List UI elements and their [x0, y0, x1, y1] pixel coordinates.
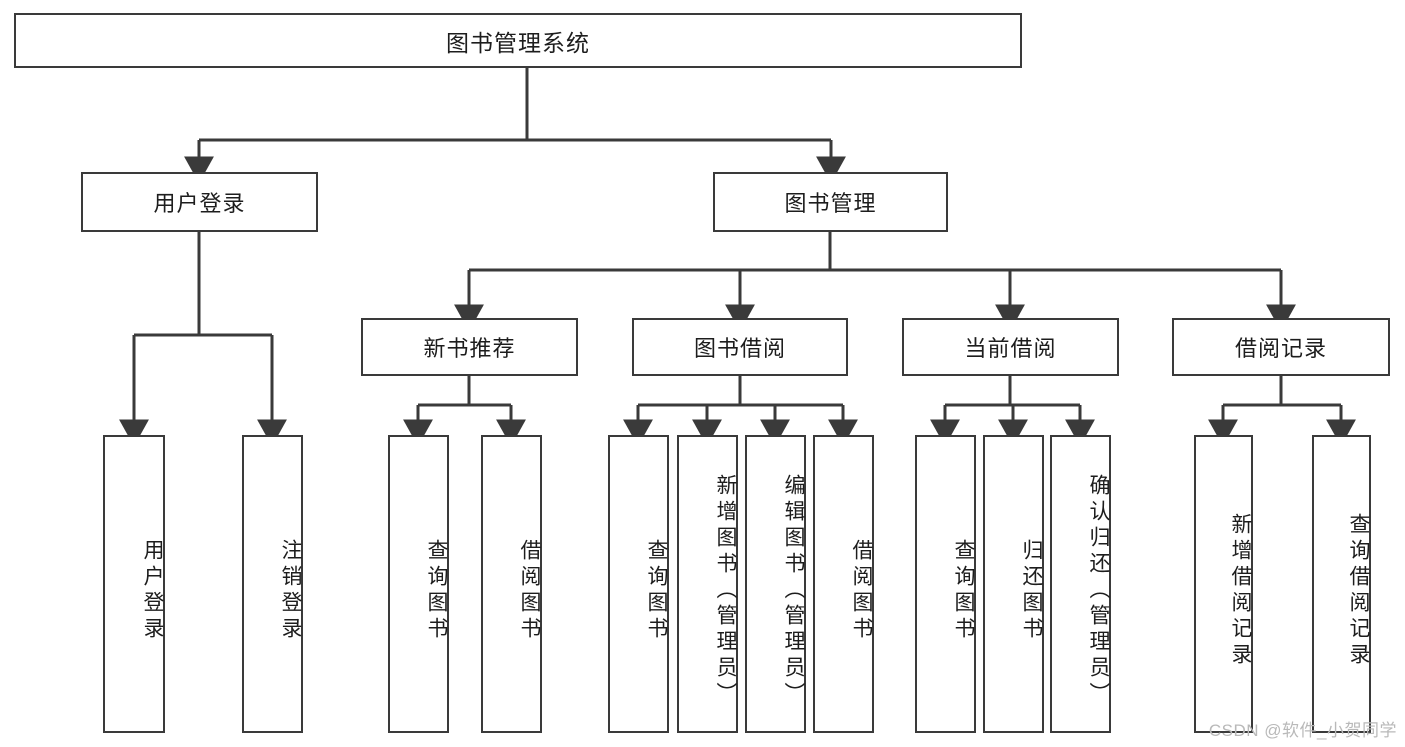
node-user-login[interactable]: 用户登录 [81, 172, 318, 232]
node-label: 注销登录 [279, 539, 302, 643]
csdn-watermark: CSDN @软件_小贺同学 [1208, 721, 1397, 740]
leaf-current-borrow-query-book[interactable]: 查询图书 [915, 435, 976, 733]
leaf-current-borrow-confirm-return-admin[interactable]: 确认归还（管理员） [1050, 435, 1111, 733]
leaf-book-borrow-borrow-book[interactable]: 借阅图书 [813, 435, 874, 733]
node-label: 查询图书 [425, 539, 448, 643]
node-label: 新增图书（管理员） [714, 474, 737, 708]
node-label: 图书借阅 [693, 336, 786, 361]
node-label: 编辑图书（管理员） [782, 474, 805, 708]
node-label: 查询图书 [645, 539, 668, 643]
node-label: 借阅图书 [850, 539, 873, 643]
leaf-new-book-borrow-book[interactable]: 借阅图书 [481, 435, 542, 733]
node-label: 当前借阅 [964, 336, 1057, 361]
leaf-borrow-record-add-record[interactable]: 新增借阅记录 [1194, 435, 1253, 733]
leaf-new-book-query-book[interactable]: 查询图书 [388, 435, 449, 733]
node-label: 新书推荐 [423, 336, 516, 361]
leaf-user-login-signout[interactable]: 注销登录 [242, 435, 303, 733]
node-book-management[interactable]: 图书管理 [713, 172, 948, 232]
node-label: 查询图书 [952, 539, 975, 643]
leaf-book-borrow-edit-book-admin[interactable]: 编辑图书（管理员） [745, 435, 806, 733]
node-label: 借阅图书 [518, 539, 541, 643]
node-label: 查询借阅记录 [1347, 513, 1370, 669]
node-label: 用户登录 [141, 539, 164, 643]
leaf-current-borrow-return-book[interactable]: 归还图书 [983, 435, 1044, 733]
node-new-book-recommend[interactable]: 新书推荐 [361, 318, 578, 376]
leaf-borrow-record-query-record[interactable]: 查询借阅记录 [1312, 435, 1371, 733]
node-book-borrow[interactable]: 图书借阅 [632, 318, 848, 376]
node-label: 图书管理系统 [446, 29, 590, 56]
node-label: 确认归还（管理员） [1087, 474, 1110, 708]
node-label: 新增借阅记录 [1229, 513, 1252, 669]
node-label: 借阅记录 [1234, 336, 1327, 361]
node-current-borrow[interactable]: 当前借阅 [902, 318, 1119, 376]
node-root-book-management-system[interactable]: 图书管理系统 [14, 13, 1022, 68]
node-label: 归还图书 [1020, 539, 1043, 643]
leaf-book-borrow-query-book[interactable]: 查询图书 [608, 435, 669, 733]
leaf-book-borrow-add-book-admin[interactable]: 新增图书（管理员） [677, 435, 738, 733]
leaf-user-login-signin[interactable]: 用户登录 [103, 435, 165, 733]
node-borrow-record[interactable]: 借阅记录 [1172, 318, 1390, 376]
node-label: 图书管理 [784, 191, 877, 216]
node-label: 用户登录 [153, 191, 246, 216]
